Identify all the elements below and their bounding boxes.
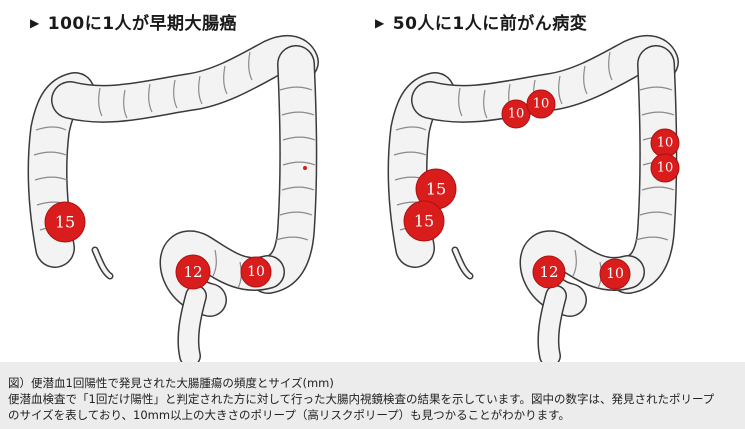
polyp-size-label: 10 (508, 107, 525, 122)
polyp-marker: 15 (403, 200, 445, 242)
polyp-size-label: 15 (55, 213, 75, 232)
panel-title-left-text: 100に1人が早期大腸癌 (47, 14, 238, 34)
polyp-size-label: 10 (247, 264, 265, 280)
polyp-size-label: 10 (657, 161, 674, 176)
polyp-marker: 10 (650, 153, 680, 183)
figure-caption: 図）便潜血1回陽性で発見された大腸腫瘍の頻度とサイズ(mm) 便潜血検査で「1回… (0, 362, 745, 429)
polyp-marker: 15 (415, 168, 457, 210)
colon-illustrations: 15 12 10 10 10 10 10 15 (0, 0, 745, 362)
caption-title: 図）便潜血1回陽性で発見された大腸腫瘍の頻度とサイズ(mm) (8, 376, 334, 390)
panel-title-right: ▶ 50人に1人に前がん病変 (375, 9, 587, 34)
colon-illustration-left (34, 52, 315, 356)
polyp-marker: 10 (526, 89, 556, 119)
polyp-marker: 10 (240, 256, 272, 288)
polyp-size-label: 12 (539, 263, 558, 281)
polyp-marker: 12 (175, 254, 211, 290)
polyp-size-label: 10 (606, 266, 624, 282)
polyp-marker: 10 (650, 128, 680, 158)
caption-body-line-1: 便潜血検査で「1回だけ陽性」と判定された方に対して行った大腸内視鏡検査の結果を示… (8, 392, 715, 406)
polyp-size-label: 15 (426, 180, 446, 199)
panel-title-right-text: 50人に1人に前がん病変 (392, 14, 588, 34)
polyp-size-label: 10 (657, 136, 674, 151)
polyp-size-label: 15 (414, 212, 434, 231)
triangle-bullet-icon: ▶ (375, 16, 385, 30)
polyp-size-label: 10 (533, 97, 550, 112)
figure: ▶ 100に1人が早期大腸癌 ▶ 50人に1人に前がん病変 (0, 0, 745, 362)
small-lesion-dot (303, 166, 307, 170)
polyp-marker: 10 (599, 258, 631, 290)
polyp-marker: 10 (501, 99, 531, 129)
panel-title-left: ▶ 100に1人が早期大腸癌 (30, 9, 237, 34)
polyp-marker: 12 (532, 255, 566, 289)
polyp-marker: 15 (44, 201, 86, 243)
polyp-size-label: 12 (183, 263, 202, 281)
caption-body-line-2: のサイズを表しており、10mm以上の大きさのポリープ（高リスクポリープ）も見つか… (8, 408, 571, 422)
triangle-bullet-icon: ▶ (30, 16, 40, 30)
